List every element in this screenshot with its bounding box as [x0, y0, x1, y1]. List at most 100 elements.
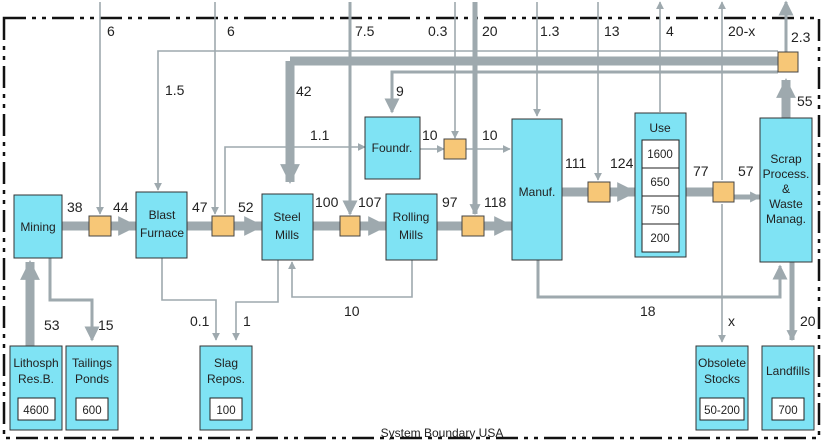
scrap-label-1: Scrap: [770, 152, 802, 166]
flow-label: 1: [243, 313, 251, 329]
flow-label: 44: [113, 199, 129, 215]
process-node: [443, 138, 467, 160]
flow-label: 118: [484, 194, 507, 210]
landfills-label: Landfills: [766, 364, 810, 378]
scrap-label-2: Process.: [763, 167, 810, 181]
flow-label: 15: [98, 317, 114, 333]
use-box: Use 1600 650 750 200: [634, 112, 687, 258]
tailings-label-2: Ponds: [75, 372, 109, 386]
flow-label: 1.3: [540, 23, 560, 39]
use-stock-2: 650: [650, 177, 669, 189]
flow-label: 100: [315, 194, 339, 210]
flow-label: 57: [738, 163, 754, 179]
landfills-box: Landfills 700: [761, 345, 815, 431]
use-label: Use: [649, 121, 671, 135]
flow-label: 53: [44, 317, 60, 333]
flow-label: 20: [482, 23, 498, 39]
rolling-mills-label-1: Rolling: [393, 210, 430, 224]
steel-mills-label-1: Steel: [273, 210, 300, 224]
flow-label: 6: [107, 23, 115, 39]
lithosphere-label-1: Lithosph: [13, 356, 58, 370]
flow-scrap-to-foundry: [384, 70, 778, 114]
flow-label: 77: [693, 163, 709, 179]
slag-stock: 100: [216, 405, 235, 417]
flow-label: 52: [238, 199, 254, 215]
flow-label: 7.5: [355, 23, 375, 39]
flow-label: x: [728, 313, 735, 329]
flow-manuf-scrap: [536, 260, 788, 299]
flow-label: 1.5: [165, 82, 185, 98]
tailings-stock: 600: [82, 405, 101, 417]
manufacturing-label: Manuf.: [519, 185, 556, 199]
use-stock-4: 200: [650, 233, 669, 245]
flow-label: 111: [565, 155, 586, 171]
flow-label: 42: [296, 83, 312, 99]
landfills-stock: 700: [778, 405, 797, 417]
flow-label: 10: [344, 303, 360, 319]
flow-label: 0.1: [190, 313, 210, 329]
tailings-box: Tailings Ponds 600: [65, 345, 119, 431]
scrap-processing-box: Scrap Process. & Waste Manag.: [759, 117, 813, 263]
flow-label: 10: [482, 127, 498, 143]
lithosphere-box: Lithosph Res.B. 4600: [9, 345, 63, 431]
flow-label: 20-x: [728, 23, 755, 39]
foundry-label: Foundr.: [372, 141, 413, 155]
rolling-mills-box: Rolling Mills: [385, 193, 438, 261]
lithosphere-label-2: Res.B.: [18, 372, 54, 386]
flow-label: 9: [396, 83, 404, 99]
flow-label: 13: [604, 23, 620, 39]
process-node: [587, 181, 611, 203]
scrap-label-5: Manag.: [766, 212, 806, 226]
flow-label: 18: [640, 303, 656, 319]
flow-label: 107: [358, 194, 382, 210]
slag-label-2: Repos.: [207, 372, 245, 386]
flow-scrap-to-bf: [154, 50, 778, 191]
boundary-label: System Boundary USA: [381, 426, 504, 440]
scrap-label-3: &: [782, 182, 790, 196]
flow-label: 6: [227, 23, 235, 39]
blast-furnace-label-1: Blast: [149, 208, 176, 222]
flow-label: 38: [67, 199, 83, 215]
blast-furnace-label-2: Furnace: [140, 226, 184, 240]
process-node: [461, 215, 485, 237]
steel-mills-label-2: Mills: [275, 228, 299, 242]
process-node: [88, 215, 112, 237]
flow-pig-to-foundry: [224, 143, 366, 214]
lithosphere-stock: 4600: [23, 405, 49, 417]
flow-label: 124: [610, 155, 634, 171]
flow-steel-slag: [232, 260, 279, 341]
obsolete-label-2: Stocks: [704, 372, 740, 386]
foundry-box: Foundr.: [364, 116, 421, 180]
blast-furnace-box: Blast Furnace: [135, 191, 188, 259]
flow-label: 20: [800, 313, 816, 329]
flow-rolling-return: [288, 260, 413, 298]
flow-bf-slag: [161, 258, 220, 341]
use-stock-3: 750: [650, 205, 669, 217]
process-node: [211, 215, 235, 237]
flow-label: 10: [422, 127, 438, 143]
flow-label: 0.3: [428, 23, 448, 39]
flow-mining-tailings: [48, 258, 100, 342]
scrap-label-4: Waste: [769, 197, 803, 211]
flow-label: 1.1: [310, 127, 330, 143]
mining-box: Mining: [13, 194, 63, 259]
slag-label-1: Slag: [214, 356, 238, 370]
rolling-mills-label-2: Mills: [399, 228, 423, 242]
system-boundary: [2, 16, 821, 440]
process-node: [777, 51, 799, 73]
slag-box: Slag Repos. 100: [199, 345, 253, 431]
obsolete-label-1: Obsolete: [698, 356, 746, 370]
flow-label: 2.3: [791, 29, 811, 45]
obsolete-stock: 50-200: [704, 405, 740, 417]
mining-label: Mining: [20, 220, 55, 234]
obsolete-stocks-box: Obsolete Stocks 50-200: [695, 345, 749, 431]
flow-label: 47: [192, 199, 208, 215]
tailings-label-1: Tailings: [72, 356, 112, 370]
process-node: [712, 181, 735, 203]
use-stock-1: 1600: [647, 149, 673, 161]
flow-label: 4: [666, 23, 674, 39]
steel-mills-box: Steel Mills: [261, 193, 314, 261]
flow-label: 97: [442, 194, 458, 210]
process-node: [339, 215, 361, 237]
